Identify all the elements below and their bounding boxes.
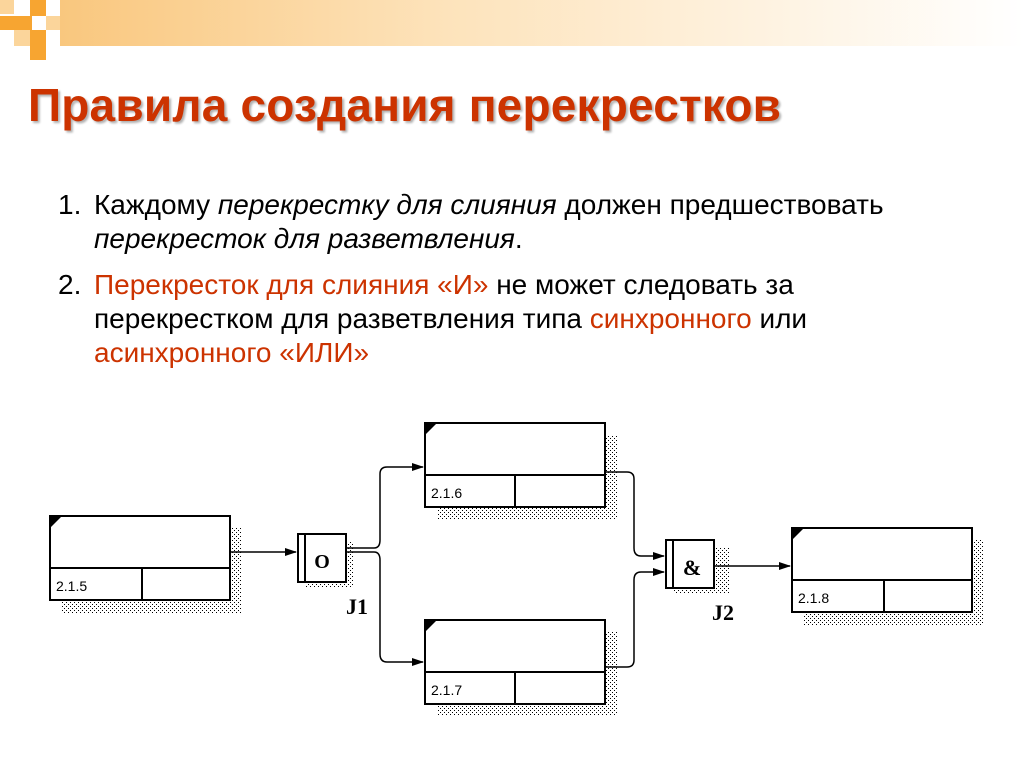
decor-square xyxy=(0,0,14,14)
box-number: 2.1.8 xyxy=(798,590,829,606)
rule-term-and-merge: Перекресток для слияния «И» xyxy=(94,269,489,300)
decor-square xyxy=(30,0,46,16)
rule-number: 1. xyxy=(58,189,82,220)
junction-symbol: & xyxy=(683,555,701,580)
decor-square xyxy=(0,16,32,30)
slide-title: Правила создания перекрестков xyxy=(28,79,782,131)
junction-j2: & J2 xyxy=(665,539,734,625)
rule-text: должен предшествовать xyxy=(556,189,884,220)
process-box: 2.1.7 xyxy=(424,619,617,716)
junction-symbol: O xyxy=(314,551,330,573)
rule-term-fan-out-junction: перекресток для разветвления xyxy=(94,223,515,254)
box-corner-mark xyxy=(425,620,437,632)
rule-text: . xyxy=(514,223,523,254)
rules-list: 1. Каждому перекрестку для слияния долже… xyxy=(58,188,978,382)
rule-text: Каждому xyxy=(94,189,218,220)
rule-text: не может следовать за перекрестком для р… xyxy=(94,269,794,334)
arrow-j1-to-216 xyxy=(346,463,424,549)
junction-label: J1 xyxy=(346,594,368,619)
rule-term-merge-junction: перекрестку для слияния xyxy=(217,189,557,220)
rule-term-async-or: асинхронного «ИЛИ» xyxy=(94,337,370,368)
junction-label: J2 xyxy=(712,600,734,625)
decor-square xyxy=(46,16,60,30)
box-body xyxy=(791,527,973,613)
box-number: 2.1.5 xyxy=(56,578,87,594)
box-corner-mark xyxy=(50,516,62,528)
process-box: 2.1.8 xyxy=(791,527,984,626)
rule-term-synchronous: синхронного xyxy=(589,303,752,334)
decor-square xyxy=(14,30,30,46)
box-body xyxy=(49,515,231,601)
rule-text: или xyxy=(751,303,808,334)
arrow-217-to-j2 xyxy=(605,568,665,668)
arrow-j1-to-217 xyxy=(346,551,424,666)
process-box: 2.1.6 xyxy=(424,422,617,519)
rule-item: 1. Каждому перекрестку для слияния долже… xyxy=(58,188,978,256)
box-corner-mark xyxy=(792,528,804,540)
process-box: 2.1.5 xyxy=(49,515,242,614)
junction-j1: O J1 xyxy=(297,533,368,619)
decor-square xyxy=(30,30,46,60)
box-number: 2.1.6 xyxy=(431,485,462,501)
box-corner-mark xyxy=(425,423,437,435)
box-number: 2.1.7 xyxy=(431,682,462,698)
top-gradient-bar xyxy=(60,0,1024,46)
rule-item: 2. Перекресток для слияния «И» не может … xyxy=(58,268,978,370)
arrow-216-to-j2 xyxy=(605,471,665,560)
rule-number: 2. xyxy=(58,269,82,300)
